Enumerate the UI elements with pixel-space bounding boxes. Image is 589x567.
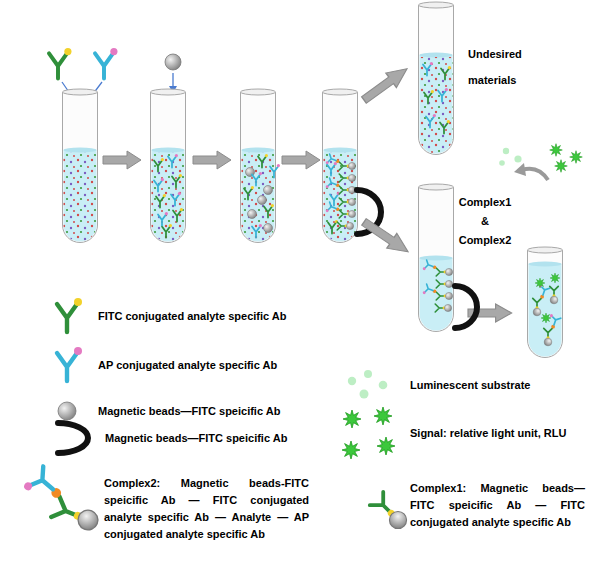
tube4-contents [326,154,381,234]
antibody-icon [49,48,72,79]
test-tube [151,89,186,242]
process-arrow [359,215,413,260]
test-tube [418,187,454,332]
legend-text: FITC conjugated analyte specific Ab [98,309,358,323]
complex-icon [17,462,110,534]
tube3-contents [244,154,280,238]
process-arrow [468,304,512,322]
process-arrow [359,61,413,107]
legend-text: Signal: relative light unit, RLU [410,426,588,440]
complex-icon [370,492,411,533]
test-tubes [63,89,358,242]
antibody-icon [57,298,82,332]
legend-text: AP conjugated analyte specific Ab [98,358,358,372]
legend-text: Complex2: Magnetic beads-FITC speicific … [104,475,309,543]
reagent-icons [49,48,181,98]
process-arrow [193,151,231,169]
test-tube-node: Undesired materials [418,5,454,155]
legend-text: Luminescent substrate [410,378,585,392]
test-tube [241,89,276,242]
legend-text: Complex1: Magnetic beads— FITC speicific… [410,480,585,531]
add-arrow [172,73,173,92]
antibody-icon [57,347,82,381]
tube2-contents [154,154,183,238]
magnet [455,286,477,328]
test-tube-node: Complex1 & Complex2 [418,187,454,332]
final-tube [528,247,563,358]
process-arrow [103,151,141,169]
signal-emission [499,144,582,180]
magnet [357,190,381,234]
add-arrow [62,82,73,98]
sample-particles [64,152,97,242]
tube-label: Undesired materials [468,41,532,93]
add-arrow [90,82,102,98]
sample-particles [324,152,357,242]
signal-icon [342,407,395,459]
bead-icon [165,54,181,70]
sample-particles [152,152,185,242]
legend-text: Magnetic beads—FITC speicific Ab [105,431,345,445]
test-tube [323,89,358,242]
antibody-icon [95,48,118,79]
test-tube [418,5,454,155]
legend-text: Magnetic beads—FITC speicific Ab [98,404,338,418]
substrate-icon [348,370,388,399]
process-arrow [282,151,320,169]
magnet-icon [58,423,88,453]
test-tube [63,89,98,242]
tube-label: Complex1 & Complex2 [456,193,514,250]
bead-icon [58,402,76,420]
sample-particles [242,152,275,242]
